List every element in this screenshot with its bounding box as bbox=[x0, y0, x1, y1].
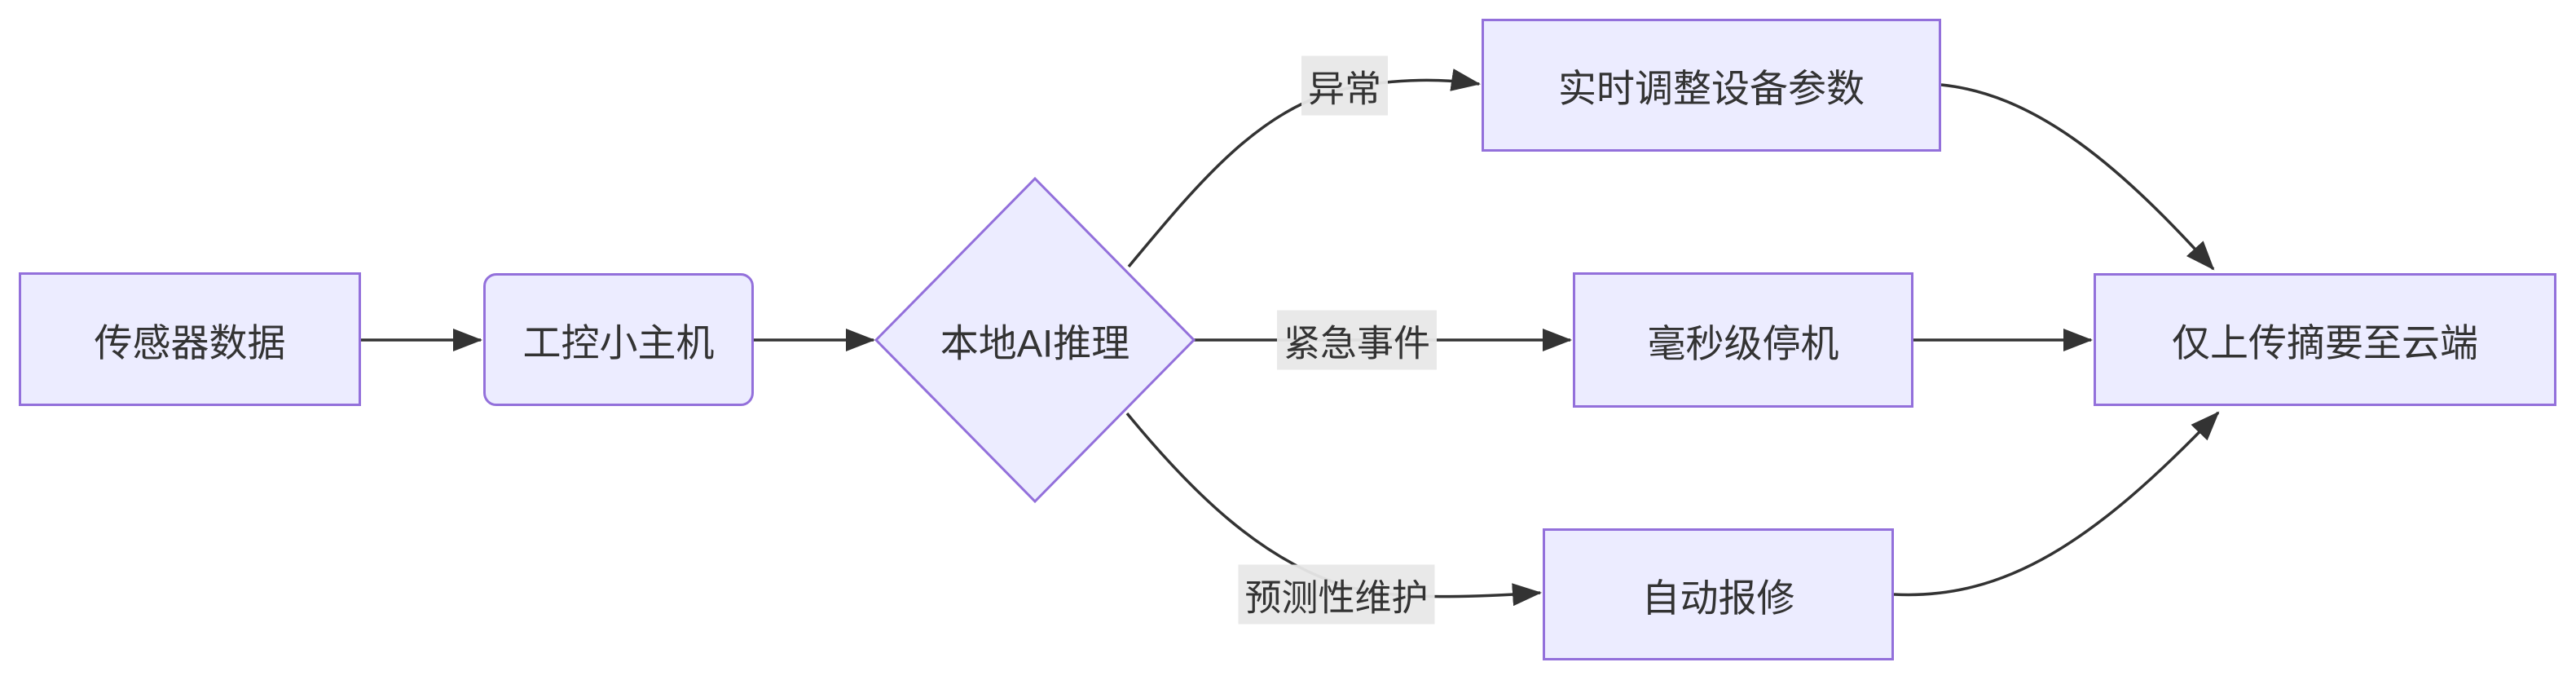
node-sensor-data: 传感器数据 bbox=[19, 272, 361, 406]
edge-label-predictive-maintenance: 预测性维护 bbox=[1238, 564, 1435, 625]
node-realtime-adjust-params: 实时调整设备参数 bbox=[1482, 19, 1941, 152]
node-local-ai-inference-diamond bbox=[874, 176, 1196, 504]
node-upload-summary-cloud: 仅上传摘要至云端 bbox=[2094, 273, 2556, 406]
edge-repair-to-cloud bbox=[1893, 411, 2220, 597]
node-local-ai-inference-label: 本地AI推理 bbox=[940, 321, 1130, 365]
node-industrial-mini-host-label: 工控小主机 bbox=[522, 321, 715, 364]
node-upload-summary-cloud-label: 仅上传摘要至云端 bbox=[2172, 321, 2478, 364]
edge-label-abnormal: 异常 bbox=[1301, 55, 1389, 116]
node-auto-repair-report-label: 自动报修 bbox=[1641, 576, 1795, 620]
node-sensor-data-label: 传感器数据 bbox=[94, 320, 286, 364]
node-millisecond-shutdown-label: 毫秒级停机 bbox=[1647, 321, 1839, 365]
node-auto-repair-report: 自动报修 bbox=[1543, 528, 1894, 660]
edge-adjust-to-cloud bbox=[1940, 83, 2215, 271]
node-industrial-mini-host: 工控小主机 bbox=[483, 273, 754, 406]
edge-label-emergency-event: 紧急事件 bbox=[1276, 310, 1438, 370]
node-realtime-adjust-params-label: 实时调整设备参数 bbox=[1558, 67, 1865, 110]
node-millisecond-shutdown: 毫秒级停机 bbox=[1573, 272, 1913, 408]
